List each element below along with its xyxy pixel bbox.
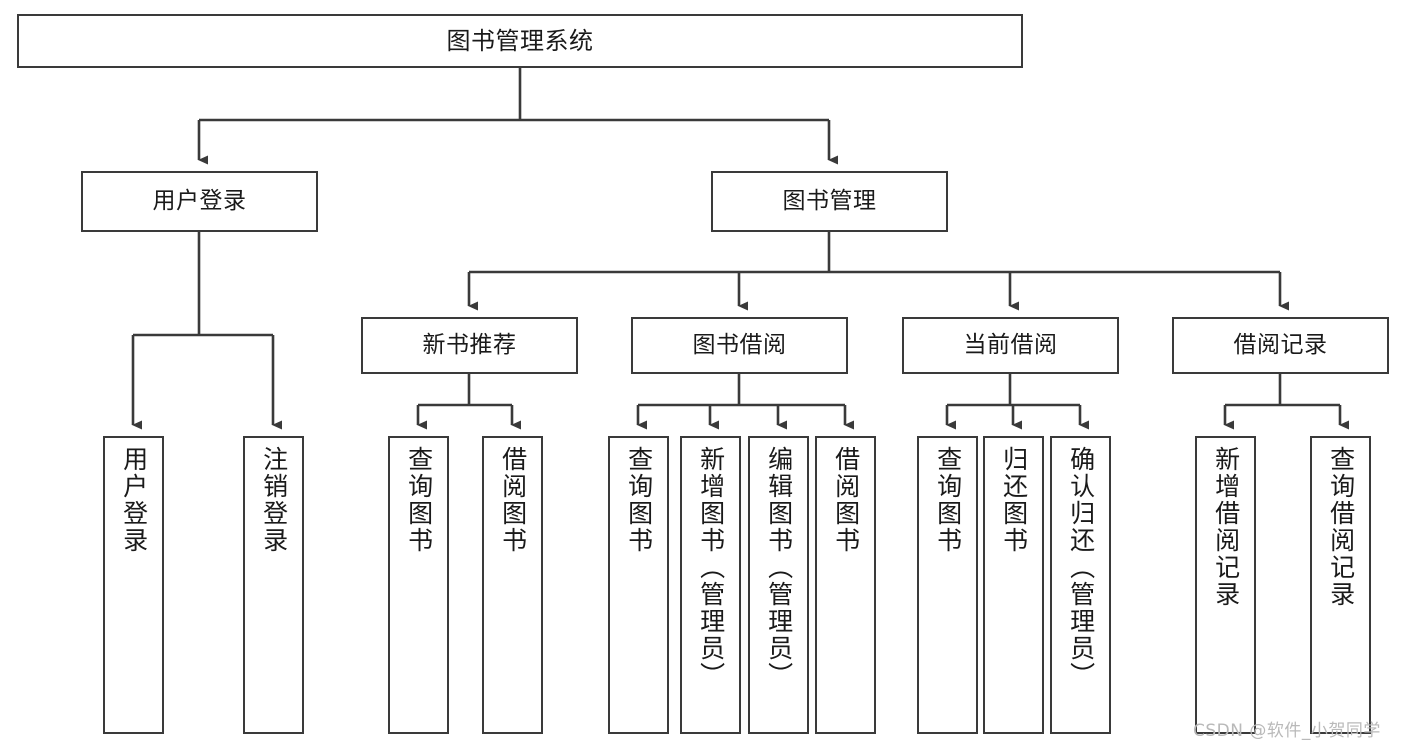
node-root[interactable]: 图书管理系统: [17, 14, 1023, 68]
node-leaf-query-book-cur[interactable]: 查询图书: [917, 436, 978, 734]
node-leaf-query-book-borrow[interactable]: 查询图书: [608, 436, 669, 734]
node-leaf-user-login[interactable]: 用户登录: [103, 436, 164, 734]
node-label-leaf-add-book-admin: 新增图书（管理员）: [696, 446, 726, 689]
node-current-borrow[interactable]: 当前借阅: [902, 317, 1119, 374]
node-leaf-add-book-admin[interactable]: 新增图书（管理员）: [680, 436, 741, 734]
node-label-leaf-user-login: 用户登录: [119, 446, 149, 554]
connector-paths: [131, 68, 1349, 430]
node-label-leaf-user-logout: 注销登录: [259, 446, 289, 554]
node-label-leaf-borrow-book-rec: 借阅图书: [498, 446, 528, 554]
node-label-new-book-recommend: 新书推荐: [422, 331, 517, 358]
node-leaf-edit-book-admin[interactable]: 编辑图书（管理员）: [748, 436, 809, 734]
node-label-leaf-query-borrow-record: 查询借阅记录: [1326, 446, 1356, 608]
node-label-leaf-add-borrow-record: 新增借阅记录: [1211, 446, 1241, 608]
node-book-manage[interactable]: 图书管理: [711, 171, 948, 232]
node-label-current-borrow: 当前借阅: [963, 331, 1058, 358]
node-label-root: 图书管理系统: [446, 26, 594, 55]
node-borrow-record[interactable]: 借阅记录: [1172, 317, 1389, 374]
node-leaf-add-borrow-record[interactable]: 新增借阅记录: [1195, 436, 1256, 734]
node-label-book-manage: 图书管理: [782, 187, 877, 214]
node-label-leaf-confirm-return-admin: 确认归还（管理员）: [1066, 446, 1096, 689]
node-book-borrow[interactable]: 图书借阅: [631, 317, 848, 374]
node-leaf-confirm-return-admin[interactable]: 确认归还（管理员）: [1050, 436, 1111, 734]
node-label-leaf-return-book: 归还图书: [999, 446, 1029, 554]
node-leaf-borrow-book-rec[interactable]: 借阅图书: [482, 436, 543, 734]
node-leaf-query-borrow-record[interactable]: 查询借阅记录: [1310, 436, 1371, 734]
node-user-login[interactable]: 用户登录: [81, 171, 318, 232]
node-label-leaf-query-book-rec: 查询图书: [404, 446, 434, 554]
node-label-book-borrow: 图书借阅: [692, 331, 787, 358]
node-label-leaf-query-book-borrow: 查询图书: [624, 446, 654, 554]
node-label-leaf-query-book-cur: 查询图书: [933, 446, 963, 554]
node-leaf-user-logout[interactable]: 注销登录: [243, 436, 304, 734]
node-leaf-query-book-rec[interactable]: 查询图书: [388, 436, 449, 734]
node-label-user-login: 用户登录: [152, 187, 247, 214]
node-label-borrow-record: 借阅记录: [1233, 331, 1328, 358]
node-leaf-borrow-book[interactable]: 借阅图书: [815, 436, 876, 734]
node-leaf-return-book[interactable]: 归还图书: [983, 436, 1044, 734]
node-label-leaf-borrow-book: 借阅图书: [831, 446, 861, 554]
node-new-book-recommend[interactable]: 新书推荐: [361, 317, 578, 374]
node-label-leaf-edit-book-admin: 编辑图书（管理员）: [764, 446, 794, 689]
watermark-label: CSDN @软件_小贺同学: [1193, 721, 1381, 741]
